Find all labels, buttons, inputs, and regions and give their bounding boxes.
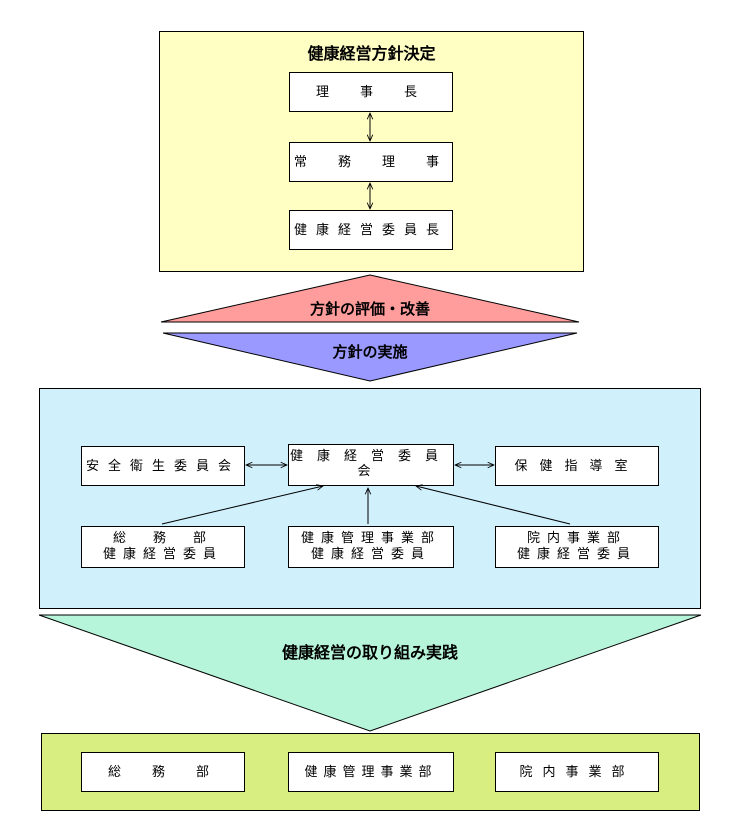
health-guidance-box: 保健指導室 <box>495 446 659 486</box>
health-committee-label: 健康経営委員会 <box>289 449 452 479</box>
health-committee-chair-label: 健康経営委員長 <box>293 222 448 238</box>
executive-director-label: 常 務 理 事 <box>293 154 448 170</box>
bottom-in-hospital-box: 院内事業部 <box>495 752 659 792</box>
general-affairs-member-label: 健康経営委員 <box>102 547 223 562</box>
health-committee-chair-box: 健康経営委員長 <box>289 210 453 250</box>
bottom-in-hospital-label: 院内事業部 <box>519 764 635 780</box>
chairman-box: 理 事 長 <box>289 72 453 112</box>
general-affairs-member-box: 総 務 部 健康経営委員 <box>81 526 245 568</box>
in-hospital-member-box: 院内事業部 健康経営委員 <box>495 526 659 568</box>
health-management-member-box: 健康管理事業部 健康経営委員 <box>288 526 454 568</box>
implementation-label: 方針の実施 <box>332 343 408 361</box>
health-guidance-label: 保健指導室 <box>514 458 640 474</box>
bottom-general-affairs-box: 総 務 部 <box>81 752 245 792</box>
committee-panel <box>39 388 701 609</box>
safety-committee-box: 安全衛生委員会 <box>81 446 245 486</box>
bottom-general-affairs-label: 総 務 部 <box>107 764 218 780</box>
health-management-label: 健康管理事業部 <box>300 531 441 546</box>
policy-decision-title: 健康経営方針決定 <box>307 44 436 63</box>
health-committee-box: 健康経営委員会 <box>288 444 454 486</box>
practice-triangle <box>38 614 702 732</box>
executive-director-box: 常 務 理 事 <box>289 142 453 182</box>
health-management-member-label: 健康経営委員 <box>310 547 431 562</box>
evaluation-label: 方針の評価・改善 <box>309 300 430 318</box>
general-affairs-label: 総 務 部 <box>112 531 213 546</box>
safety-committee-label: 安全衛生委員会 <box>85 458 240 474</box>
in-hospital-label: 院内事業部 <box>526 531 627 546</box>
in-hospital-member-label: 健康経営委員 <box>516 547 637 562</box>
chairman-label: 理 事 長 <box>315 84 426 100</box>
practice-label: 健康経営の取り組み実践 <box>281 643 458 662</box>
bottom-health-management-label: 健康管理事業部 <box>304 764 438 780</box>
bottom-health-management-box: 健康管理事業部 <box>288 752 454 792</box>
